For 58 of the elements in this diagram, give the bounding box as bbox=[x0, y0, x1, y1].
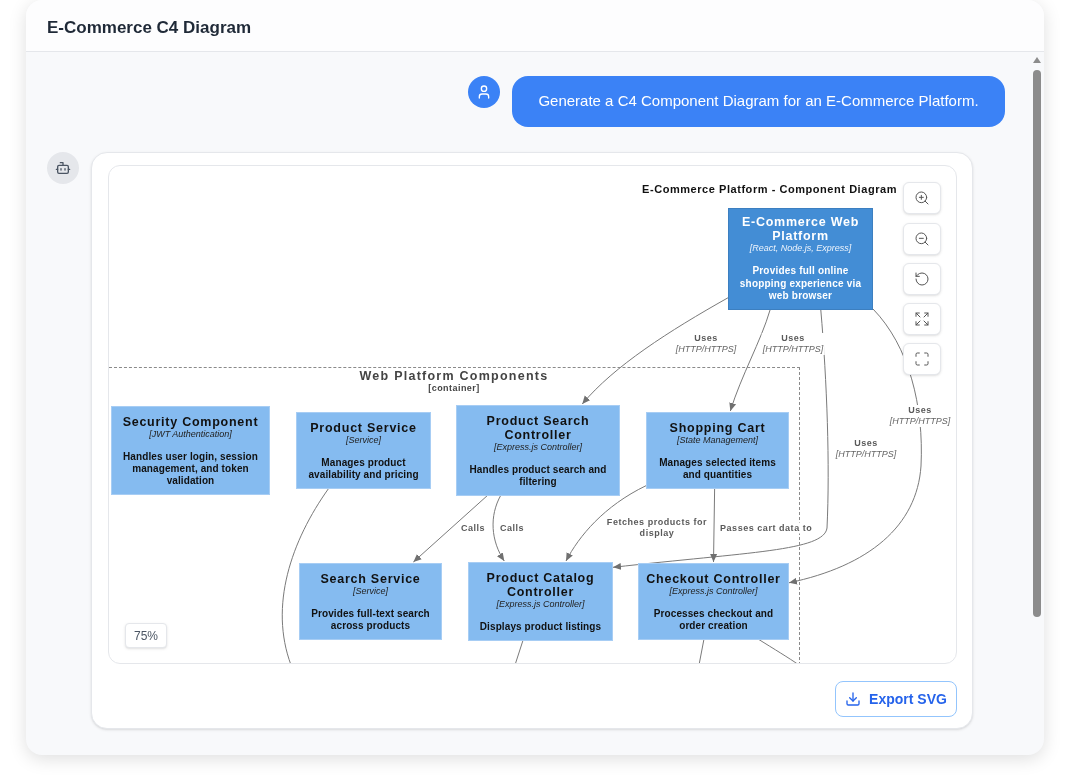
arrow bbox=[492, 494, 505, 562]
arrow bbox=[612, 309, 829, 570]
arrow bbox=[412, 494, 489, 563]
arrow bbox=[788, 308, 922, 585]
technology-label: [Service] bbox=[346, 434, 381, 446]
zoom-level-label: 75% bbox=[125, 623, 167, 648]
technology-label: [JWT Authentication] bbox=[149, 428, 232, 440]
component-box bbox=[111, 406, 270, 495]
edge-label: Calls bbox=[498, 522, 526, 534]
arrow bbox=[581, 297, 729, 405]
page-heading: E-Commerce C4 Diagram bbox=[47, 17, 252, 39]
chat-message: Generate a C4 Component Diagram for an E-Commerce Platform. bbox=[512, 76, 1005, 127]
edge-label: Passes cart data to bbox=[719, 522, 814, 534]
node-description: Manages selected items and quantities bbox=[658, 456, 777, 481]
node-description: Displays product listings bbox=[479, 620, 602, 633]
component-box bbox=[646, 412, 789, 489]
export-svg-button: Export SVG bbox=[835, 681, 957, 717]
arrow bbox=[729, 309, 771, 412]
boundary-type-label: [container] bbox=[428, 383, 480, 394]
node-description: Provides full online shopping experience via web browser bbox=[738, 265, 863, 303]
node-title: Checkout Controller bbox=[646, 571, 781, 586]
edge-label: Uses [HTTP/HTTPS] bbox=[761, 333, 825, 355]
boundary-title: Web Platform Components bbox=[359, 369, 549, 383]
technology-label: [State Management] bbox=[676, 434, 759, 446]
technology-label: [Express.js Controller] bbox=[669, 585, 758, 597]
node-description: Handles user login, session management, and token validation bbox=[122, 450, 259, 487]
node-description: Processes checkout and order creation bbox=[652, 607, 775, 632]
container-boundary bbox=[109, 367, 800, 663]
node-description: Handles product search and filtering bbox=[468, 463, 608, 488]
component-box bbox=[296, 412, 431, 489]
arrow bbox=[710, 487, 718, 563]
node-title: Product Search Controller bbox=[485, 413, 591, 442]
node-description: Manages product availability and pricing bbox=[307, 456, 420, 481]
edge-label: Calls bbox=[459, 522, 487, 534]
node-title: Security Component bbox=[122, 414, 259, 429]
component-box bbox=[456, 405, 620, 496]
node-title: Product Catalog Controller bbox=[485, 570, 596, 599]
node-title: Product Service bbox=[310, 420, 417, 435]
system-box bbox=[728, 208, 873, 310]
edge-label: Uses [HTTP/HTTPS] bbox=[888, 405, 952, 427]
connector-line bbox=[698, 638, 705, 663]
technology-label: [Express.js Controller] bbox=[496, 598, 585, 610]
arrow bbox=[565, 485, 647, 562]
node-title: Shopping Cart bbox=[669, 420, 766, 435]
edge-label: Uses [HTTP/HTTPS] bbox=[674, 333, 738, 355]
edge-label: Uses [HTTP/HTTPS] bbox=[834, 438, 898, 460]
node-description: Provides full-text search across products bbox=[310, 607, 431, 632]
node-title: Search Service bbox=[320, 571, 421, 586]
component-box bbox=[299, 563, 442, 640]
diagram-title: E-Commerce Platform - Component Diagram bbox=[641, 182, 897, 197]
connector-line bbox=[514, 639, 524, 663]
component-box bbox=[468, 562, 613, 641]
technology-label: [React, Node.js, Express] bbox=[749, 243, 852, 255]
component-box bbox=[638, 563, 789, 640]
node-title: E-Commerce Web Platform bbox=[740, 215, 861, 244]
technology-label: [Service] bbox=[353, 585, 388, 597]
connector-line bbox=[281, 487, 330, 663]
technology-label: [Express.js Controller] bbox=[494, 441, 582, 453]
